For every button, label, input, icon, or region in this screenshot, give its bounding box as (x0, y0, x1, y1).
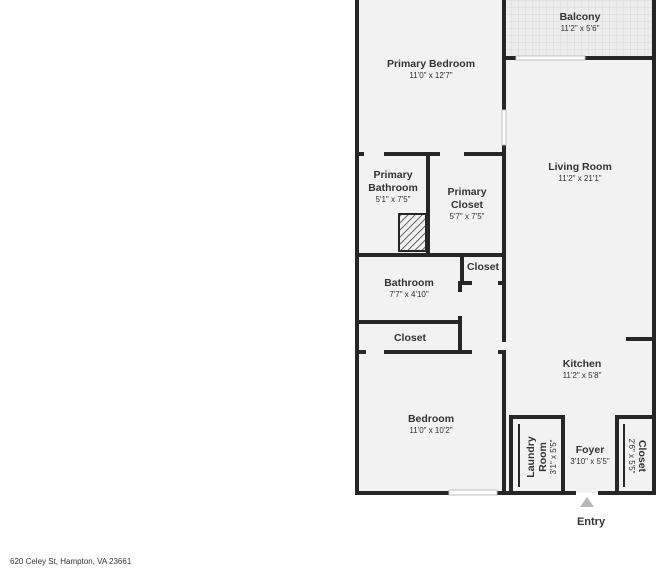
room-dims: 2'6" x 5'5" (627, 439, 636, 474)
room-name: Living Room (548, 161, 612, 173)
room-bathroom: Bathroom 7'7" x 4'10" (384, 277, 434, 299)
room-name: Bedroom (408, 413, 454, 425)
room-name: Primary Bedroom (387, 58, 475, 70)
balcony-floor (507, 0, 654, 58)
room-living-room: Living Room 11'2" x 21'1" (548, 161, 612, 183)
primary-bedroom-door (501, 109, 507, 146)
room-bedroom: Bedroom 11'0" x 10'2" (408, 413, 454, 435)
balcony-window (515, 55, 586, 61)
room-dims: 11'2" x 21'1" (558, 174, 601, 183)
room-dims: 3'10" x 5'5" (570, 457, 610, 466)
room-closet-hall: Closet (394, 332, 427, 344)
room-name: Closet (451, 199, 484, 211)
entry-label: Entry (577, 516, 606, 528)
room-foyer: Foyer 3'10" x 5'5" (570, 444, 610, 466)
room-dims: 3'1" x 5'5" (549, 439, 558, 474)
room-name: Closet (636, 440, 648, 473)
room-dims: 11'2" x 5'6" (561, 24, 600, 33)
room-kitchen: Kitchen 11'2" x 5'8" (563, 358, 602, 380)
room-dims: 11'0" x 10'2" (409, 426, 452, 435)
property-address: 620 Celey St, Hampton, VA 23661 (10, 557, 132, 566)
room-name: Kitchen (563, 358, 602, 370)
room-name: Closet (394, 332, 427, 344)
windows (448, 55, 586, 496)
foyer-floor (563, 416, 614, 493)
room-name: Closet (467, 261, 500, 273)
room-name: Balcony (560, 11, 601, 23)
room-dims: 5'7" x 7'5" (450, 212, 485, 221)
room-closet-foyer: Closet 2'6" x 5'5" (627, 439, 648, 474)
room-dims: 7'7" x 4'10" (389, 290, 429, 299)
room-dims: 11'2" x 5'8" (563, 371, 602, 380)
room-primary-bathroom: Primary Bathroom 5'1" x 7'5" (368, 169, 418, 204)
linen-chute (398, 213, 427, 252)
room-name: Foyer (576, 444, 605, 456)
room-primary-closet: Primary Closet 5'7" x 7'5" (447, 186, 486, 221)
room-name: Bathroom (384, 277, 434, 289)
room-balcony: Balcony 11'2" x 5'6" (560, 11, 601, 33)
bedroom-window (448, 489, 498, 496)
room-name: Primary (373, 169, 412, 181)
room-laundry: Laundry Room 3'1" x 5'5" (525, 436, 558, 478)
room-closet-small: Closet (467, 261, 500, 273)
room-name: Room (537, 442, 549, 472)
entry-arrow-icon (580, 497, 594, 507)
room-dims: 11'0" x 12'7" (409, 71, 452, 80)
room-name: Laundry (525, 436, 537, 478)
walls (355, 0, 656, 495)
room-name: Primary (447, 186, 486, 198)
room-primary-bedroom: Primary Bedroom 11'0" x 12'7" (387, 58, 475, 80)
room-name: Bathroom (368, 182, 418, 194)
room-dims: 5'1" x 7'5" (376, 195, 411, 204)
